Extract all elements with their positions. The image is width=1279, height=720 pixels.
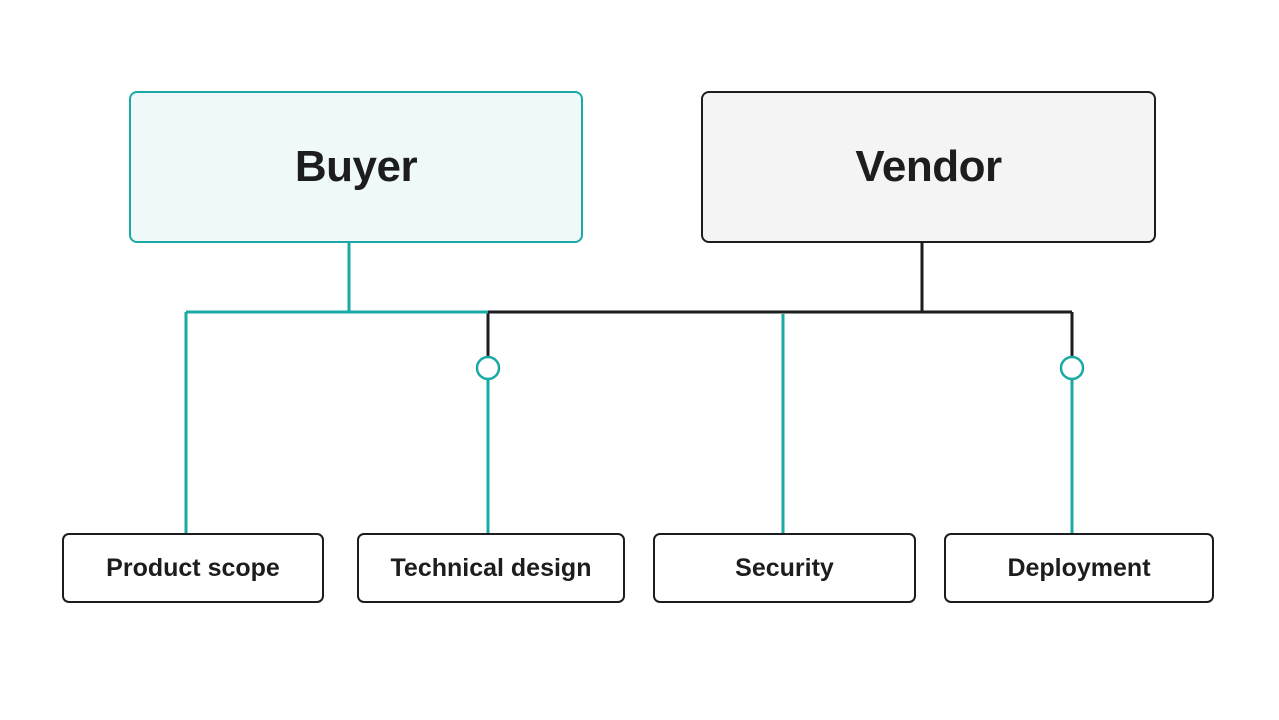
vendor-box: Vendor bbox=[701, 91, 1156, 243]
area-box-security: Security bbox=[653, 533, 916, 603]
area-label: Technical design bbox=[390, 553, 592, 582]
vendor-connectors bbox=[486, 243, 1074, 357]
area-box-technical-design: Technical design bbox=[357, 533, 625, 603]
vendor-label: Vendor bbox=[855, 142, 1002, 191]
area-label: Product scope bbox=[106, 553, 280, 582]
junction-circle-deployment bbox=[1059, 355, 1085, 381]
buyer-label: Buyer bbox=[294, 142, 418, 191]
area-box-deployment: Deployment bbox=[944, 533, 1214, 603]
area-label: Security bbox=[735, 553, 834, 582]
junction-circle-technical-design bbox=[475, 355, 501, 381]
buyer-box: Buyer bbox=[129, 91, 583, 243]
area-label: Deployment bbox=[1007, 553, 1151, 582]
area-box-product-scope: Product scope bbox=[62, 533, 324, 603]
buyer-connectors bbox=[184, 243, 1074, 533]
